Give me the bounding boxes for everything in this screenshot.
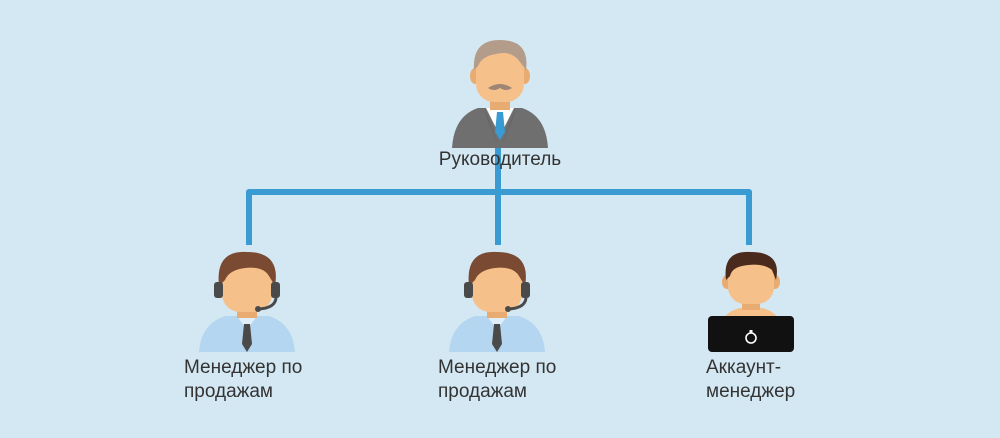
node-sales2-label: Менеджер по продажам (438, 356, 556, 404)
node-account-line1: Аккаунт- (706, 357, 782, 378)
node-account-line2: менеджер (706, 381, 796, 402)
node-head-label: Руководитель (398, 148, 602, 172)
headset-operator-icon (449, 251, 545, 352)
node-sales1-label: Менеджер по продажам (184, 356, 302, 404)
node-sales2-line2: продажам (438, 381, 527, 402)
headset-operator-icon (199, 251, 295, 352)
laptop-user-icon (708, 251, 794, 352)
node-account-label: Аккаунт- менеджер (706, 356, 795, 404)
node-sales2-line1: Менеджер по (438, 357, 557, 378)
node-sales1-line1: Менеджер по (184, 357, 303, 378)
connector-lines (246, 130, 752, 245)
manager-icon (452, 40, 548, 148)
node-sales1-line2: продажам (184, 381, 273, 402)
node-head-title: Руководитель (438, 149, 562, 170)
